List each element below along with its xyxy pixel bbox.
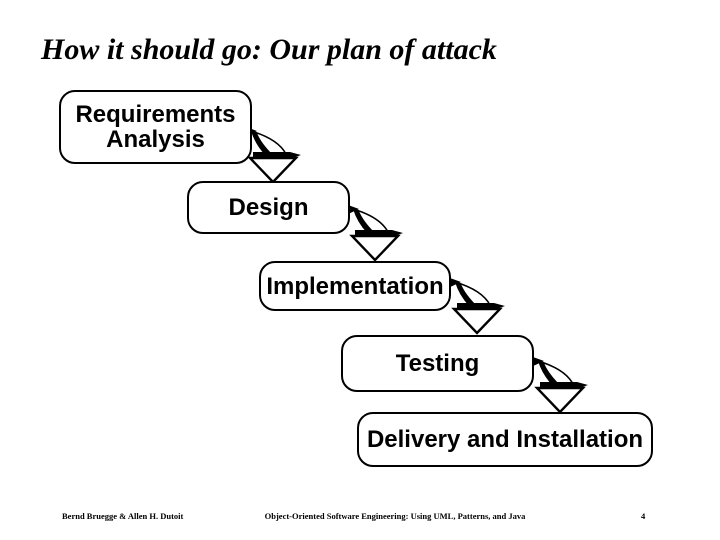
footer-page-number: 4 bbox=[641, 511, 646, 521]
process-box-testing: Testing bbox=[341, 335, 534, 392]
process-box-label: Testing bbox=[395, 350, 480, 377]
iteration-waterfall-arrow-icon bbox=[448, 278, 505, 335]
footer-authors: Bernd Bruegge & Allen H. Dutoit bbox=[62, 511, 184, 521]
slide-title: How it should go: Our plan of attack bbox=[41, 33, 497, 66]
iteration-waterfall-arrow-icon bbox=[346, 205, 403, 262]
process-box-delivery-installation: Delivery and Installation bbox=[357, 412, 653, 467]
process-box-design: Design bbox=[187, 181, 350, 234]
iteration-waterfall-arrow-icon bbox=[244, 127, 301, 184]
process-box-implementation: Implementation bbox=[259, 261, 451, 311]
process-box-label: Analysis bbox=[106, 126, 205, 153]
process-box-requirements-analysis: Requirements Analysis bbox=[59, 90, 252, 164]
process-box-label: Design bbox=[228, 194, 309, 221]
process-box-label: Requirements bbox=[75, 101, 236, 128]
process-box-label: Implementation bbox=[266, 272, 444, 300]
footer-book-title: Object-Oriented Software Engineering: Us… bbox=[264, 511, 526, 521]
process-box-label: Delivery and Installation bbox=[366, 426, 644, 453]
iteration-waterfall-arrow-icon bbox=[531, 357, 588, 414]
